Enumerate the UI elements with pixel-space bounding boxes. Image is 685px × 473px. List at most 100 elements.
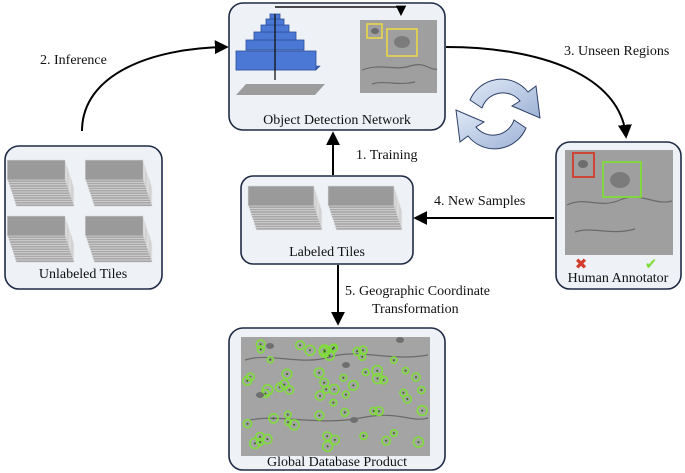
crater-feature xyxy=(342,362,350,368)
crater-marker-center xyxy=(333,438,336,441)
crater-marker-center xyxy=(259,348,262,351)
crater-marker xyxy=(329,398,338,407)
crater-marker-center xyxy=(246,422,249,425)
crater-feature xyxy=(266,343,274,349)
crater-marker xyxy=(371,372,384,385)
crater-marker-center xyxy=(323,381,326,384)
crater-marker xyxy=(321,440,334,453)
crater-marker xyxy=(318,344,331,356)
crater-marker-center xyxy=(392,432,395,435)
annotation-sample-image xyxy=(565,150,673,255)
crater-marker-center xyxy=(293,423,296,426)
crater-marker-center xyxy=(286,413,289,416)
crater-marker xyxy=(379,375,389,385)
crater-marker xyxy=(369,406,378,416)
crater-marker-center xyxy=(332,401,335,404)
crater-marker-center xyxy=(362,434,365,437)
crater-marker xyxy=(399,388,408,398)
crater-marker xyxy=(266,355,275,364)
crater-marker-center xyxy=(420,389,423,392)
crater-marker-center xyxy=(342,376,345,379)
unseen-regions-arrow xyxy=(445,46,632,139)
crater-marker xyxy=(416,405,428,417)
crater-marker-center xyxy=(269,358,272,361)
labeled-tiles-label: Labeled Tiles xyxy=(289,245,365,260)
human-annotator-label: Human Annotator xyxy=(568,271,669,286)
crater-marker-center xyxy=(376,369,379,372)
crater-feature xyxy=(350,417,358,423)
global-database-label: Global Database Product xyxy=(267,455,407,470)
crater-marker-center xyxy=(253,442,256,445)
crater-marker xyxy=(352,346,362,356)
crater-marker-center xyxy=(326,445,329,448)
crater-marker-center xyxy=(287,421,290,424)
crater-marker xyxy=(288,419,300,431)
crater-marker-center xyxy=(343,411,346,414)
crater-marker xyxy=(411,372,421,382)
step-training-label: 1. Training xyxy=(356,148,417,163)
human-annotator-box: ✖ ✔ Human Annotator xyxy=(555,141,682,290)
crater-marker xyxy=(341,390,350,399)
crater-marker-center xyxy=(376,377,379,380)
crater-marker xyxy=(256,345,265,354)
crater-marker-center xyxy=(266,438,269,441)
crater-marker-center xyxy=(299,344,302,347)
crater-marker-center xyxy=(288,388,291,391)
crater-marker-center xyxy=(286,373,288,375)
crater-marker xyxy=(389,429,399,438)
tile-stack xyxy=(247,185,323,231)
step-geo-transform-label-1: 5. Geographic Coordinate xyxy=(345,284,490,299)
crater-marker-center xyxy=(406,398,409,400)
crater-marker xyxy=(358,345,368,356)
crater-marker xyxy=(284,418,293,427)
unlabeled-tiles-label: Unlabeled Tiles xyxy=(39,267,127,282)
step-new-samples-label: 4. New Samples xyxy=(434,194,525,209)
crater-marker xyxy=(278,379,290,390)
crater-marker-center xyxy=(385,439,388,442)
crater-marker-center xyxy=(333,388,336,391)
crater-marker-center xyxy=(318,371,321,374)
crater-marker xyxy=(401,366,410,375)
tile-stack xyxy=(6,159,75,207)
crater-marker-center xyxy=(417,441,420,444)
crater-marker xyxy=(339,373,348,382)
crater-marker-center xyxy=(325,388,328,391)
crater-marker xyxy=(319,377,330,388)
crater-marker-center xyxy=(331,347,334,350)
crater-marker xyxy=(373,406,384,417)
crater-marker-center xyxy=(323,350,326,353)
crater-marker xyxy=(329,343,339,352)
crater-marker xyxy=(417,385,426,395)
crater-marker-center xyxy=(323,349,326,352)
crater-marker xyxy=(242,418,253,429)
accept-icon: ✔ xyxy=(645,255,658,273)
crater-marker xyxy=(314,390,326,402)
detection-sample-image xyxy=(360,20,438,93)
crater-feature xyxy=(256,392,264,398)
object-detection-label: Object Detection Network xyxy=(263,113,411,128)
network-pyramid-icon xyxy=(235,5,407,95)
global-database-box: Global Database Product xyxy=(228,327,446,471)
labeled-tiles-box: Labeled Tiles xyxy=(240,175,414,265)
crater-marker xyxy=(281,368,293,380)
crater-marker xyxy=(359,431,368,441)
crater-marker-center xyxy=(319,394,321,397)
crater-marker-center xyxy=(283,383,286,386)
crater-marker-center xyxy=(352,384,355,387)
crater-marker xyxy=(242,375,253,387)
crater-marker-center xyxy=(356,350,359,353)
crater-marker-center xyxy=(259,441,262,443)
step-inference-label: 2. Inference xyxy=(40,53,107,68)
crater-detection-markers xyxy=(242,337,428,453)
step-unseen-regions-label: 3. Unseen Regions xyxy=(564,44,669,59)
crater-marker xyxy=(313,367,325,379)
unlabeled-tiles-box: Unlabeled Tiles xyxy=(4,145,163,290)
crater-marker xyxy=(314,410,325,421)
crater-marker xyxy=(389,356,398,365)
crater-marker-center xyxy=(318,414,321,417)
crater-marker-center xyxy=(421,409,424,412)
labeled-tile-stacks xyxy=(247,185,403,231)
crater-marker-center xyxy=(264,392,267,395)
crater-marker-center xyxy=(328,354,331,357)
crater-marker-center xyxy=(364,371,367,374)
